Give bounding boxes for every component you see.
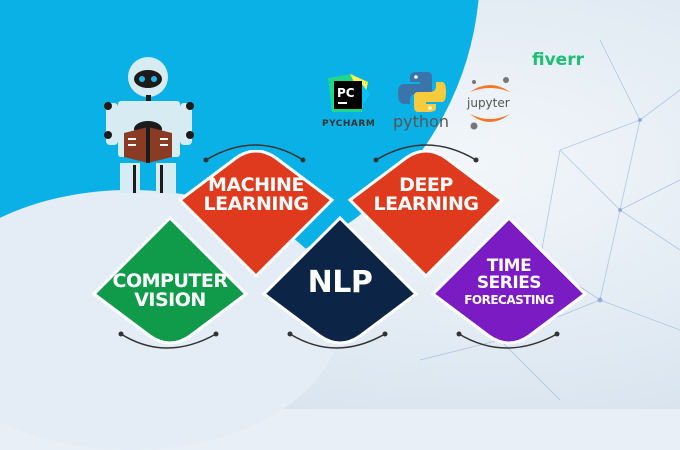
jupyter-logo-icon [470, 77, 510, 130]
tile-label: LEARNING [373, 193, 479, 215]
jupyter-logo: jupyter [462, 76, 522, 132]
pycharm-label: PYCHARM [322, 119, 376, 129]
connector-arcs [118, 144, 560, 349]
topic-tile-deep-learning[interactable]: DEEP LEARNING [348, 150, 504, 278]
pycharm-logo-icon: PC [328, 74, 370, 112]
tile-label: MACHINE [208, 174, 304, 196]
tile-label: SERIES [476, 273, 542, 293]
python-logo-icon [398, 72, 446, 112]
tile-label: NLP [307, 265, 373, 300]
topic-tile-nlp[interactable]: NLP [262, 216, 418, 346]
pycharm-logo: PC PYCHARM [322, 72, 376, 134]
fiverr-logo: fiverr [532, 50, 584, 70]
diamond-shape [92, 216, 248, 345]
diamond-shape [348, 150, 504, 278]
diamond-shape [431, 216, 587, 345]
python-label: python [393, 112, 449, 131]
tile-label: VISION [134, 289, 206, 311]
topic-tile-machine-learning[interactable]: MACHINE LEARNING [178, 150, 334, 278]
diamond-shape [178, 150, 334, 278]
tile-label: COMPUTER [112, 270, 228, 292]
jupyter-label: jupyter [467, 96, 510, 110]
tile-label: DEEP [399, 174, 453, 196]
diamond-shape [262, 216, 418, 345]
tile-label: LEARNING [203, 193, 309, 215]
topic-tile-computer-vision[interactable]: COMPUTER VISION [92, 216, 248, 346]
python-logo: python [393, 72, 453, 134]
tile-label: FORECASTING [464, 293, 554, 307]
tile-label: TIME [486, 256, 532, 276]
svg-text:PC: PC [337, 86, 355, 100]
topic-tile-time-series[interactable]: TIME SERIES FORECASTING [431, 216, 587, 346]
robot-reading-book-icon [104, 57, 194, 193]
